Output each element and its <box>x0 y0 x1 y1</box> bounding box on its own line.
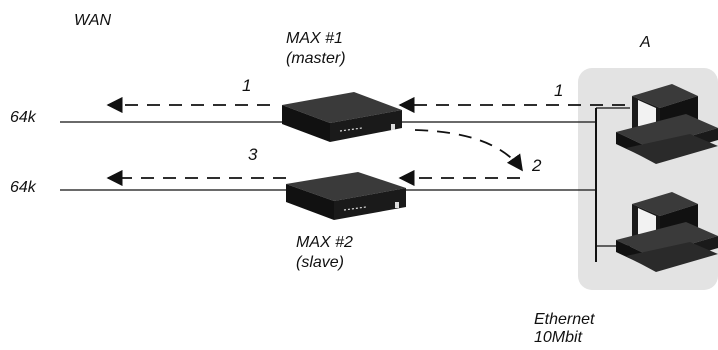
step-2-label: 2 <box>532 156 542 175</box>
ethernet-label-speed: 10Mbit <box>534 329 583 346</box>
computer-icon-1 <box>616 84 718 164</box>
router-icon-max1 <box>282 92 402 142</box>
max1-label-role: (master) <box>286 50 346 67</box>
computer-icon-2 <box>616 192 718 272</box>
max1-label-name: MAX #1 <box>286 30 343 47</box>
wan-label: WAN <box>74 12 112 29</box>
step-1-wan-label: 1 <box>242 76 252 95</box>
ethernet-label-name: Ethernet <box>534 311 595 328</box>
max2-label-name: MAX #2 <box>296 234 353 251</box>
arrow-icon-step2 <box>414 129 523 172</box>
line-speed-top: 64k <box>10 109 36 126</box>
line-speed-bottom: 64k <box>10 179 36 196</box>
step-1-lan-label: 1 <box>554 81 564 100</box>
max2-label-role: (slave) <box>296 254 345 271</box>
step-3-label: 3 <box>248 145 258 164</box>
site-a-label: A <box>640 34 651 51</box>
router-icon-max2 <box>286 172 406 220</box>
